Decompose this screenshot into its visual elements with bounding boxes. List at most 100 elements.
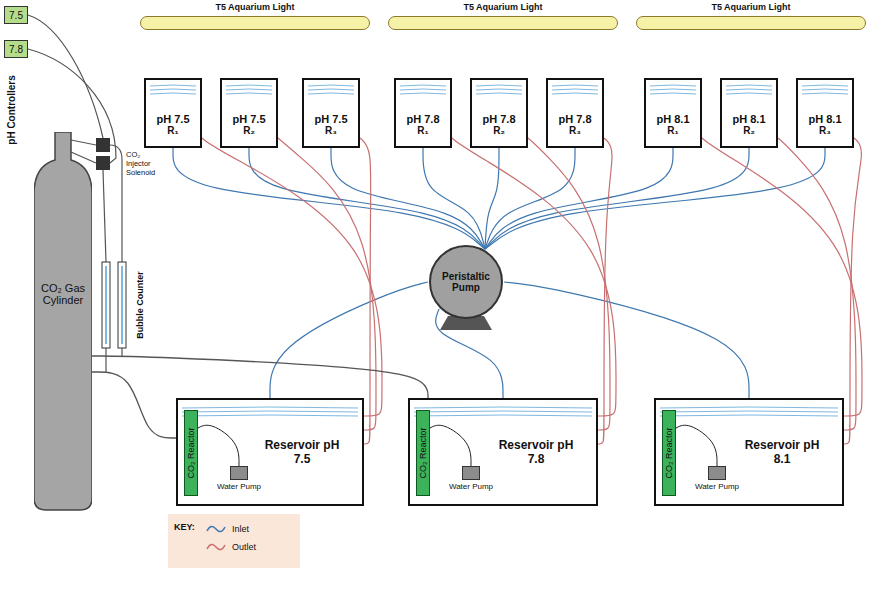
water-line — [802, 93, 848, 94]
water-line — [400, 93, 446, 94]
legend-entry: Inlet — [206, 520, 256, 538]
cylinder-label: CO₂ Gas Cylinder — [34, 282, 92, 306]
tube-connector — [249, 148, 485, 249]
node-text: pH 8.1 — [656, 113, 689, 125]
gas-wire — [106, 348, 122, 372]
node-text: R₁ — [667, 125, 678, 136]
node-text: pH 8.1 — [732, 113, 765, 125]
reactor-label: CO₂ Reactor — [664, 427, 674, 478]
tube-connector — [278, 138, 376, 430]
replicate-tank: pH 8.1R₃ — [796, 78, 854, 148]
replicate-tank: pH 7.8R₂ — [470, 78, 528, 148]
water-line — [400, 89, 446, 90]
tube-connector — [92, 356, 428, 398]
pump-box — [462, 466, 480, 480]
node-text: R₂ — [743, 125, 755, 136]
part-label: CO₂ Injector Solenoid — [126, 150, 166, 177]
node-text: R₃ — [569, 125, 581, 136]
water-line — [650, 93, 696, 94]
legend-sample — [206, 523, 226, 535]
part-label: pH Controllers — [6, 75, 17, 144]
node-text: pH 7.8 — [558, 113, 591, 125]
water-line — [308, 93, 354, 94]
light-tube — [636, 16, 866, 30]
water-line — [400, 85, 446, 86]
legend-text: Inlet — [232, 524, 249, 534]
node-text: pH 7.5 — [314, 113, 347, 125]
replicate-tank: pH 8.1R₂ — [720, 78, 778, 148]
tube-connector — [485, 148, 825, 249]
node-text: R₁ — [417, 125, 428, 136]
node-text: CO₂ Reactor — [418, 427, 428, 478]
water-line — [182, 415, 358, 416]
water-line — [226, 85, 272, 86]
water-line — [726, 89, 772, 90]
node-text: pH 7.8 — [482, 113, 515, 125]
water-line — [650, 89, 696, 90]
node-text: 7.8 — [9, 44, 23, 55]
node-text: R₃ — [819, 125, 831, 136]
water-line — [308, 89, 354, 90]
water-line — [182, 411, 358, 412]
ph-controller: 7.5 — [4, 6, 28, 24]
water-pump: Water Pump — [444, 466, 498, 498]
legend: InletOutlet — [206, 520, 256, 556]
ph-controller: 7.8 — [4, 40, 28, 58]
water-line — [660, 407, 838, 408]
water-line — [476, 93, 522, 94]
water-line — [414, 415, 592, 416]
water-line — [226, 89, 272, 90]
node-text: R₂ — [493, 125, 505, 136]
node-text: pH 7.5 — [232, 113, 265, 125]
label-holder: CO₂ Injector Solenoid — [126, 150, 166, 177]
peristaltic-pump: Peristaltic Pump — [428, 244, 504, 320]
light-tube — [388, 16, 618, 30]
label-holder: pH Controllers — [6, 75, 17, 144]
legend-entry: Outlet — [206, 538, 256, 556]
pump-circle — [430, 246, 502, 318]
node-text: Peristaltic Pump — [437, 271, 495, 293]
water-line — [726, 93, 772, 94]
node-text: R₃ — [325, 125, 337, 136]
tube-connector — [198, 425, 239, 466]
label-holder: KEY: — [174, 522, 195, 532]
label-holder: Bubble Counter — [135, 271, 145, 339]
tube-connector — [436, 309, 503, 398]
water-line — [150, 93, 196, 94]
water-line — [552, 89, 598, 90]
tube-connector — [528, 138, 610, 430]
gas-cylinder: CO₂ Gas Cylinder — [34, 132, 92, 512]
water-line — [308, 85, 354, 86]
water-pump: Water Pump — [690, 466, 744, 498]
water-line — [802, 89, 848, 90]
node-text: CO₂ Reactor — [186, 427, 196, 478]
node-text: Reservoir pH 7.5 — [260, 438, 344, 466]
tube-connector — [202, 138, 382, 416]
node-text: Reservoir pH 8.1 — [740, 438, 824, 466]
tube-connector — [423, 148, 485, 249]
water-pump: Water Pump — [212, 466, 266, 498]
reactor-label: CO₂ Reactor — [418, 427, 428, 478]
node-text: R₁ — [167, 125, 178, 136]
legend-line — [207, 526, 225, 531]
gas-wire — [103, 170, 106, 262]
tube-connector — [504, 282, 749, 398]
tube-connector — [270, 282, 428, 398]
water-line — [476, 85, 522, 86]
aquarium-light: T5 Aquarium Light — [388, 2, 618, 46]
node-text: Water Pump — [217, 482, 261, 491]
tube-connector — [676, 425, 717, 466]
replicate-tank: pH 8.1R₁ — [644, 78, 702, 148]
legend-line — [207, 544, 225, 549]
water-line — [150, 85, 196, 86]
water-line — [650, 85, 696, 86]
node-text: R₂ — [243, 125, 255, 136]
tube-connector — [430, 425, 471, 466]
node-text: T5 Aquarium Light — [215, 2, 294, 12]
node-text: Water Pump — [449, 482, 493, 491]
replicate-tank: pH 7.8R₃ — [546, 78, 604, 148]
water-line — [226, 93, 272, 94]
water-line — [726, 85, 772, 86]
node-text: Reservoir pH 7.8 — [494, 438, 578, 466]
